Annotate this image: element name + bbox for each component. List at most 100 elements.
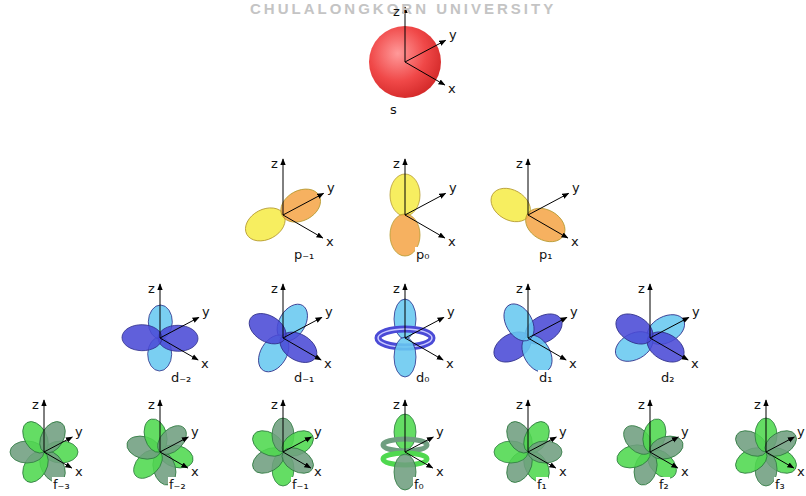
axis-label: z xyxy=(148,281,155,296)
orbital-name: d₀ xyxy=(415,370,430,385)
axis-label: y xyxy=(449,27,457,42)
axis-label: x xyxy=(448,81,456,96)
axis-arrow xyxy=(766,452,794,468)
axis-arrow xyxy=(405,284,406,338)
axis-label: x xyxy=(436,464,444,479)
axis-arrow xyxy=(283,338,321,360)
axis-arrow xyxy=(283,284,284,338)
axis-arrow xyxy=(650,317,689,338)
axis-arrow xyxy=(405,193,446,215)
axis-arrow xyxy=(528,400,529,452)
axis-label: x xyxy=(75,464,83,479)
axis-label: x xyxy=(797,464,805,479)
orbital-name: d₁ xyxy=(538,370,553,385)
axis-label: z xyxy=(271,281,278,296)
axis-label: y xyxy=(572,180,580,195)
axis-lines xyxy=(44,7,794,468)
orbital-lobe xyxy=(760,425,800,461)
axis-arrow xyxy=(650,437,678,452)
axis-label: z xyxy=(393,397,400,412)
axis-arrow xyxy=(283,159,284,215)
axis-arrow xyxy=(405,159,406,215)
orbital-lobe xyxy=(244,307,292,350)
axis-label: y xyxy=(692,304,700,319)
axis-arrow xyxy=(283,193,324,215)
orbital-name: f₋₂ xyxy=(168,477,187,492)
axis-label: x xyxy=(559,464,567,479)
watermark: CHULALONGKORN UNIVERSITY xyxy=(250,1,556,16)
orbital-lobe xyxy=(122,324,162,351)
axis-label: y xyxy=(449,180,457,195)
axis-arrow xyxy=(528,193,569,215)
axis-label: y xyxy=(191,424,199,439)
axis-arrow xyxy=(44,452,72,468)
axis-label: z xyxy=(516,281,523,296)
axis-arrow xyxy=(528,284,529,338)
orbital-name: s xyxy=(389,102,398,117)
axis-label: z xyxy=(393,281,400,296)
orbital-lobe xyxy=(277,442,317,478)
axis-label: x xyxy=(326,234,334,249)
orbital-name: f₁ xyxy=(536,477,548,492)
axis-arrow xyxy=(650,284,651,338)
axis-arrow xyxy=(528,437,556,452)
axis-label: x xyxy=(448,234,456,249)
axis-arrow xyxy=(405,40,446,62)
axis-label: z xyxy=(271,156,278,171)
axis-label: y xyxy=(797,424,805,439)
axis-label: z xyxy=(393,4,400,19)
axis-arrow xyxy=(160,437,188,452)
axis-label: y xyxy=(447,304,455,319)
axis-arrow xyxy=(44,400,45,452)
orbital-lobe xyxy=(528,441,562,463)
axis-label: x xyxy=(681,464,689,479)
axis-label: z xyxy=(32,397,39,412)
axis-label: z xyxy=(638,397,645,412)
axis-arrow xyxy=(160,452,188,468)
axis-label: z xyxy=(393,156,400,171)
axis-label: z xyxy=(516,397,523,412)
axis-arrow xyxy=(405,400,406,452)
axis-arrow xyxy=(405,317,444,338)
axis-arrow xyxy=(528,159,529,215)
axis-label: x xyxy=(569,356,577,371)
orbital-lobes xyxy=(10,26,801,490)
orbital-lobe xyxy=(34,417,70,457)
orbital-name: p₋₁ xyxy=(293,247,315,262)
axis-arrow xyxy=(405,437,433,452)
axis-arrow xyxy=(160,284,161,338)
axis-label: x xyxy=(324,356,332,371)
axis-arrow xyxy=(44,437,72,452)
orbital-lobe xyxy=(611,308,659,351)
axis-arrow xyxy=(528,338,566,360)
axis-arrow xyxy=(650,400,651,452)
axis-label: y xyxy=(681,424,689,439)
axis-arrow xyxy=(283,400,284,452)
orbital-lobe xyxy=(498,299,541,347)
axis-arrow xyxy=(650,338,688,360)
orbital-name: d₋₂ xyxy=(170,370,192,385)
orbital-name: p₁ xyxy=(538,247,553,262)
axis-arrow xyxy=(160,338,198,360)
axis-label: x xyxy=(201,356,209,371)
orbital-name: f₋₃ xyxy=(52,477,71,492)
orbital-name: f₋₁ xyxy=(291,477,310,492)
axis-arrow xyxy=(283,437,311,452)
axis-label: x xyxy=(691,356,699,371)
axis-arrow xyxy=(766,437,794,452)
axis-arrow xyxy=(160,317,199,338)
axis-arrow xyxy=(160,400,161,452)
orbital-name: d₂ xyxy=(660,370,675,385)
orbital-lobe xyxy=(520,202,571,249)
axis-arrow xyxy=(283,215,323,238)
axis-arrow xyxy=(766,400,767,452)
axis-arrow xyxy=(528,215,568,238)
axis-label: z xyxy=(638,281,645,296)
axis-label: x xyxy=(191,464,199,479)
orbital-name: f₂ xyxy=(658,477,670,492)
axis-label: y xyxy=(570,304,578,319)
axis-arrow xyxy=(528,452,556,468)
axis-label: y xyxy=(325,304,333,319)
